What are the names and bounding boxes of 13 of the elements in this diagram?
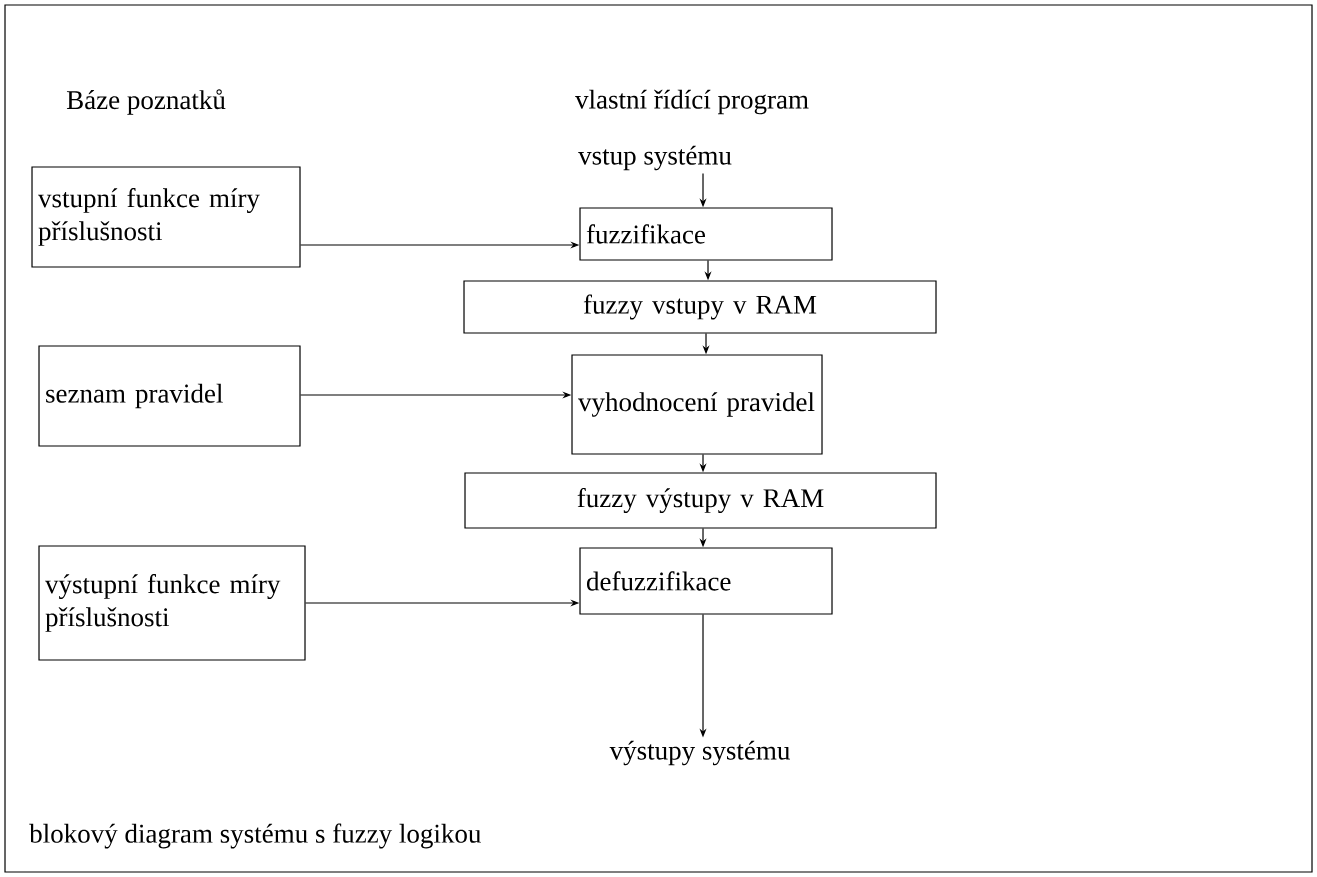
caption: blokový diagram systému s fuzzy logikou bbox=[29, 823, 481, 849]
column-heading: Báze poznatků bbox=[66, 89, 226, 115]
process-box: defuzzifikace bbox=[579, 547, 833, 615]
process-box: seznam pravidel bbox=[38, 345, 301, 447]
process-box: fuzzy výstupy v RAM bbox=[464, 472, 937, 529]
io-label: vstup systému bbox=[578, 145, 732, 171]
column-heading: vlastní řídící program bbox=[575, 89, 809, 115]
process-box: vyhodnocení pravidel bbox=[571, 354, 823, 455]
process-box: fuzzy vstupy v RAM bbox=[463, 280, 937, 334]
process-box: vstupní funkce míry příslušnosti bbox=[31, 166, 301, 268]
process-box: výstupní funkce míry příslušnosti bbox=[38, 545, 306, 661]
process-box: fuzzifikace bbox=[579, 207, 833, 261]
io-label: výstupy systému bbox=[609, 740, 790, 766]
